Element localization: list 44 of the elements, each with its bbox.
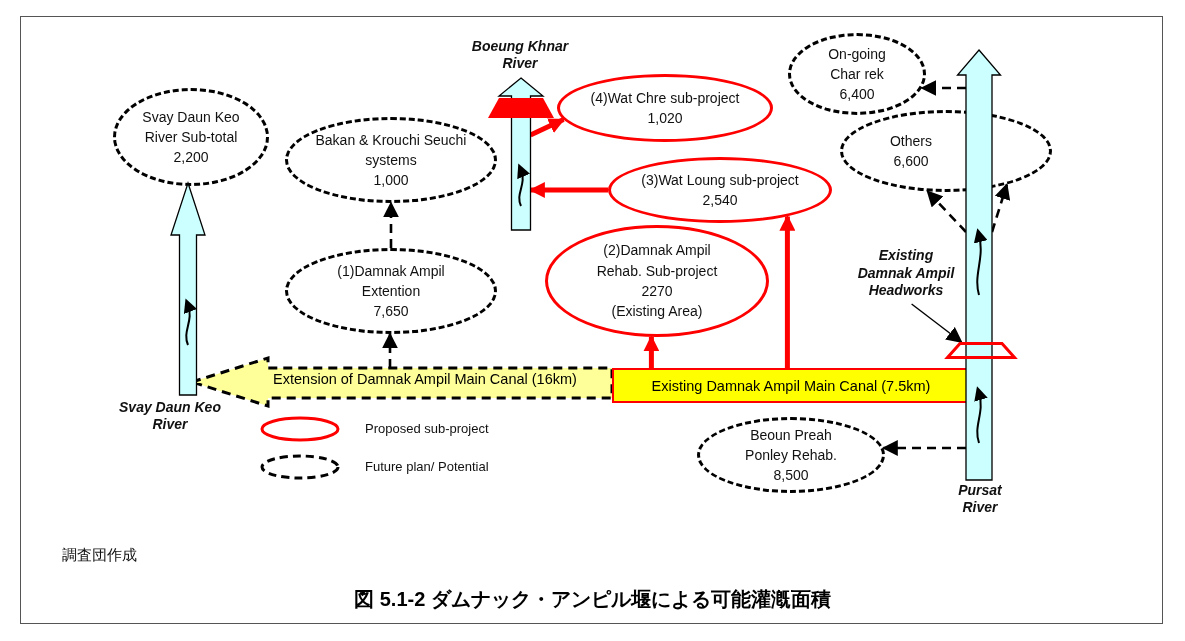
legend-label: Future plan/ Potential: [365, 459, 489, 474]
area-value: 6,600: [893, 152, 929, 171]
dashed-arrow: [926, 190, 967, 233]
area-name: (2)Damnak Ampil Rehab. Sub-project: [595, 241, 719, 281]
area-name: (1)Damnak Ampil Extention: [336, 261, 446, 301]
area-value: 2,540: [702, 191, 738, 210]
dashed-ellipse: [788, 33, 926, 115]
dashed-ellipse: [697, 417, 885, 493]
thick-arrow: [779, 214, 796, 368]
area-name: (4)Wat Chre sub-project: [590, 88, 740, 108]
proposed-ellipse: [608, 157, 832, 223]
area-name: (3)Wat Loung sub-project: [641, 170, 799, 190]
proposed-ellipse: [545, 225, 769, 337]
area-value: (Existing Area): [611, 302, 703, 322]
thick-arrow: [643, 335, 660, 368]
dashed-arrow: [881, 440, 966, 456]
source-note: 調査団作成: [62, 546, 137, 565]
area-name: On-going Char rek: [827, 44, 887, 84]
dashed-ellipse: [285, 248, 497, 334]
area-value: 2270: [641, 282, 673, 301]
area-name: Bakan & Krouchi Seuchi systems: [314, 130, 468, 170]
dashed-arrow: [920, 80, 966, 96]
area-value: 1,020: [647, 109, 683, 128]
dashed-arrow: [383, 201, 399, 248]
area-value: 1,000: [373, 171, 409, 191]
area-name: Others: [890, 131, 932, 151]
legend-label: Proposed sub-project: [365, 421, 489, 436]
river-name: Boeung Khnar River: [470, 38, 570, 72]
headworks-label: Existing Damnak Ampil Headworks: [856, 247, 956, 300]
area-value: 6,400: [839, 85, 875, 105]
dashed-ellipse: [113, 88, 269, 186]
dashed-arrow: [382, 332, 398, 368]
area-value: 7,650: [373, 302, 409, 322]
area-value: 2,200: [173, 148, 209, 168]
river-name: Pursat River: [957, 482, 1003, 516]
area-value: 8,500: [773, 466, 809, 486]
area-name: Beoun Preah Ponley Rehab.: [744, 425, 838, 465]
leader-line: [910, 303, 963, 343]
river-name: Svay Daun Keo River: [118, 399, 222, 433]
dashed-ellipse: [285, 117, 497, 203]
proposed-ellipse: [557, 74, 773, 142]
area-name: Svay Daun Keo River Sub-total: [141, 107, 241, 147]
figure-caption: 図 5.1-2 ダムナック・アンピル堰による可能灌漑面積: [353, 587, 832, 612]
canal-label: Extension of Damnak Ampil Main Canal (16km): [272, 371, 578, 387]
